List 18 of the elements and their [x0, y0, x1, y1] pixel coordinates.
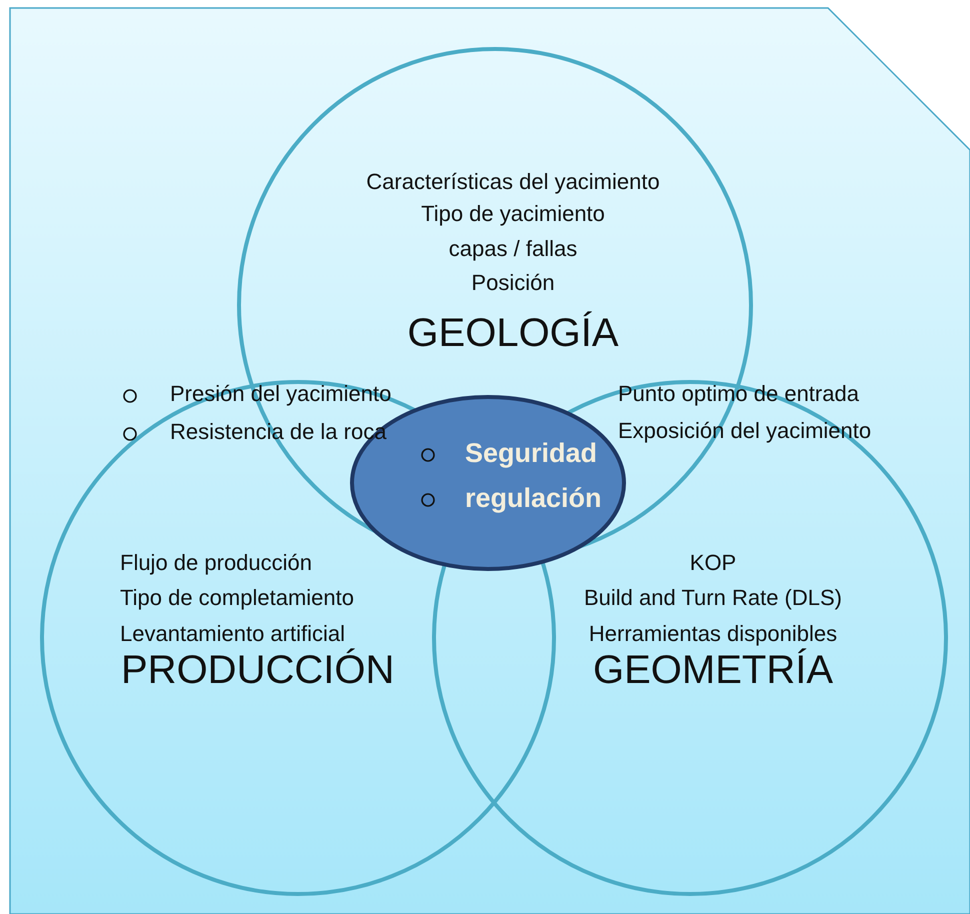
- list-item: Seguridad: [465, 437, 598, 469]
- circle-title: GEOMETRÍA: [592, 647, 834, 693]
- overlap-note: Exposición del yacimiento: [618, 418, 872, 444]
- list-item: KOP: [690, 550, 736, 576]
- circle-title: GEOLOGÍA: [407, 310, 619, 356]
- list-item: Build and Turn Rate (DLS): [584, 585, 842, 611]
- circle-title: PRODUCCIÓN: [121, 647, 394, 693]
- overlap-note: Punto optimo de entrada: [618, 381, 859, 407]
- list-item: Flujo de producción: [120, 550, 312, 576]
- list-item: Características del yacimiento: [366, 169, 660, 195]
- list-item: Posición: [471, 270, 555, 296]
- list-item: regulación: [465, 482, 602, 514]
- list-item: Tipo de completamiento: [120, 585, 354, 611]
- overlap-note: Presión del yacimiento: [170, 381, 392, 407]
- list-item: Tipo de yacimiento: [421, 201, 605, 227]
- list-item: capas / fallas: [448, 236, 578, 262]
- list-item: Levantamiento artificial: [120, 621, 346, 647]
- list-item: Herramientas disponibles: [588, 621, 838, 647]
